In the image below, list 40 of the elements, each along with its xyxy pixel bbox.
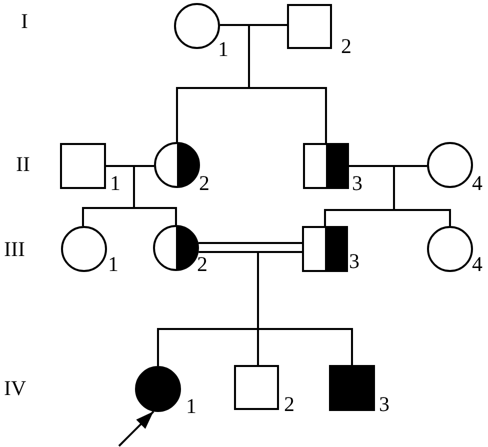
descent-line [176,87,249,142]
individual-number: 4 [472,173,482,194]
marriage-line [106,165,134,167]
descent-line [324,209,394,226]
descent-line [249,87,327,143]
individual-number: 2 [197,254,208,275]
descent-line [133,166,135,208]
individual-number: 3 [352,173,362,194]
descent-line [258,328,353,365]
descent-line [393,166,395,210]
marriage-line [249,24,287,26]
descent-line [257,252,259,329]
marriage-line [349,165,394,167]
consanguinity-line [258,251,302,253]
individual-number: 3 [379,394,390,415]
descent-line [134,207,177,225]
individual-number: 1 [108,254,118,275]
individual-number: 1 [218,39,228,60]
marriage-line [394,165,428,167]
marriage-line [220,24,249,26]
proband-arrow [118,410,154,447]
consanguinity-line [198,242,302,244]
descent-line [248,25,250,88]
descent-line [157,328,258,366]
generation-label: II [16,154,30,175]
consanguinity-line [198,251,258,253]
generation-label: I [21,11,28,32]
marriage-line [134,165,154,167]
individual-number: 1 [186,396,196,417]
individual-number: 2 [341,36,352,57]
individual-number: 2 [199,173,210,194]
descent-line [257,329,259,365]
individual-number: 4 [472,254,482,275]
generation-label: IV [4,378,26,399]
individual-number: 1 [110,173,120,194]
descent-line [82,207,134,226]
descent-line [394,209,451,226]
individual-number: 3 [349,251,360,272]
individual-number: 2 [284,394,294,415]
generation-label: III [4,239,25,260]
